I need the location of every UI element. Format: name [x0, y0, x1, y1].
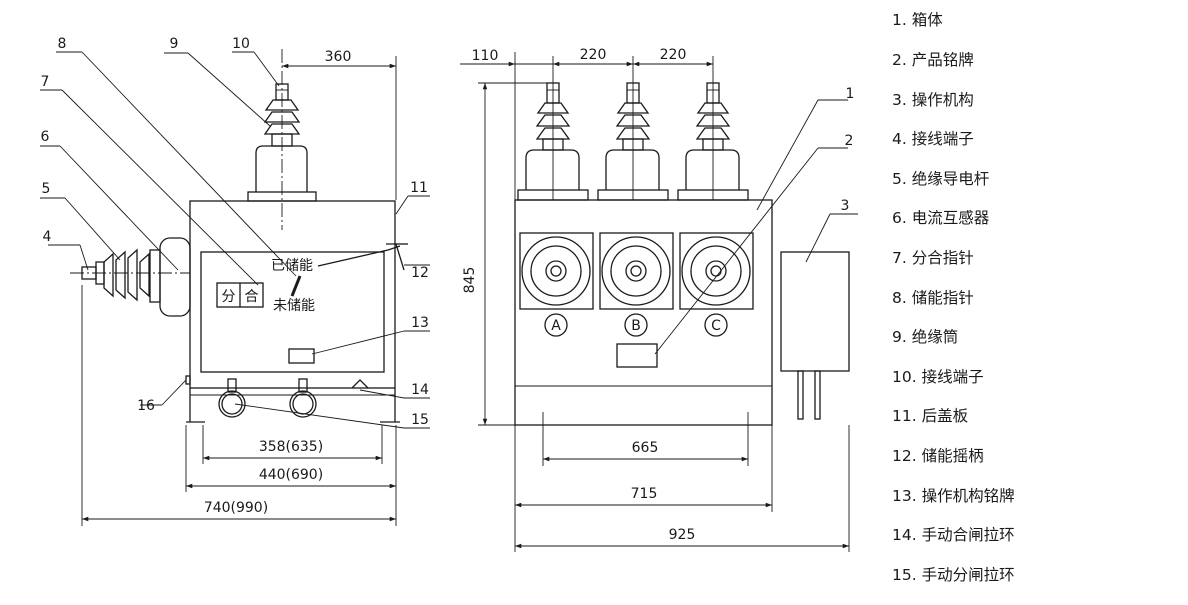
phase-a-label: A	[551, 318, 561, 334]
phase-c-marker	[704, 313, 728, 337]
dim-665: 665	[632, 440, 659, 456]
front-enclosure	[514, 199, 773, 426]
operating-mechanism	[780, 251, 850, 372]
dim-220-first: 220	[580, 47, 607, 63]
lower-bushing-c	[679, 232, 754, 310]
legend-item-11: 11. 后盖板	[892, 407, 968, 425]
legend-item-5: 5. 绝缘导电杆	[892, 170, 989, 188]
front-callout-1: 1	[846, 86, 855, 102]
phase-b-label: B	[631, 318, 641, 334]
legend-item-13: 13. 操作机构铭牌	[892, 487, 1015, 505]
dim-925: 925	[669, 527, 696, 543]
callout-4: 4	[43, 229, 52, 245]
front-view: A B C 1 2 3 110 220 220	[460, 47, 858, 552]
callout-13: 13	[411, 315, 429, 331]
legend-item-14: 14. 手动合闸拉环	[892, 526, 1015, 544]
legend-item-7: 7. 分合指针	[892, 249, 974, 267]
legend-item-12: 12. 储能摇柄	[892, 447, 984, 465]
front-callout-2: 2	[845, 133, 854, 149]
legend-item-15: 15. 手动分闸拉环	[892, 566, 1015, 584]
callout-12: 12	[411, 265, 429, 281]
legend-item-10: 10. 接线端子	[892, 368, 984, 386]
side-view: 分 合 已储能 未储能 4 5	[40, 36, 430, 526]
callout-11: 11	[410, 180, 428, 196]
lower-bushing-b	[599, 232, 674, 310]
legend-item-4: 4. 接线端子	[892, 130, 974, 148]
phase-a-marker	[544, 313, 568, 337]
callout-14: 14	[411, 382, 429, 398]
current-transformer	[159, 237, 191, 317]
legend-item-9: 9. 绝缘筒	[892, 328, 958, 346]
callout-15: 15	[411, 412, 429, 428]
legend-item-3: 3. 操作机构	[892, 91, 974, 109]
legend-item-8: 8. 储能指针	[892, 289, 974, 307]
phase-b-marker	[624, 313, 648, 337]
legend-item-1: 1. 箱体	[892, 11, 943, 29]
parts-legend: 1. 箱体 2. 产品铭牌 3. 操作机构 4. 接线端子 5. 绝缘导电杆 6…	[892, 11, 1015, 584]
dim-110: 110	[472, 48, 499, 64]
charged-label: 已储能	[271, 258, 313, 274]
product-nameplate	[616, 343, 658, 368]
dim-360: 360	[325, 49, 352, 65]
dim-740: 740(990)	[204, 500, 268, 516]
mechanism-nameplate	[288, 348, 315, 364]
callout-10: 10	[232, 36, 250, 52]
callout-5: 5	[42, 181, 51, 197]
uncharged-label: 未储能	[273, 298, 315, 314]
mechanism-panel	[200, 251, 385, 373]
phase-c-label: C	[711, 318, 721, 334]
indicator-open-label: 分	[222, 289, 236, 305]
legend-item-2: 2. 产品铭牌	[892, 51, 974, 69]
dim-715: 715	[631, 486, 658, 502]
indicator-close-label: 合	[245, 289, 259, 305]
lower-bushing-a	[519, 232, 594, 310]
dim-358: 358(635)	[259, 439, 323, 455]
bushing-a	[517, 82, 589, 201]
legend-item-6: 6. 电流互感器	[892, 209, 990, 227]
dim-220-second: 220	[660, 47, 687, 63]
close-pull-ring	[218, 390, 246, 418]
front-callout-3: 3	[841, 198, 850, 214]
open-pull-ring	[289, 390, 317, 418]
callout-6: 6	[41, 129, 50, 145]
callout-16: 16	[137, 398, 155, 414]
callout-7: 7	[41, 74, 50, 90]
callout-8: 8	[58, 36, 67, 52]
callout-9: 9	[170, 36, 179, 52]
dim-440: 440(690)	[259, 467, 323, 483]
dim-845: 845	[462, 267, 478, 294]
